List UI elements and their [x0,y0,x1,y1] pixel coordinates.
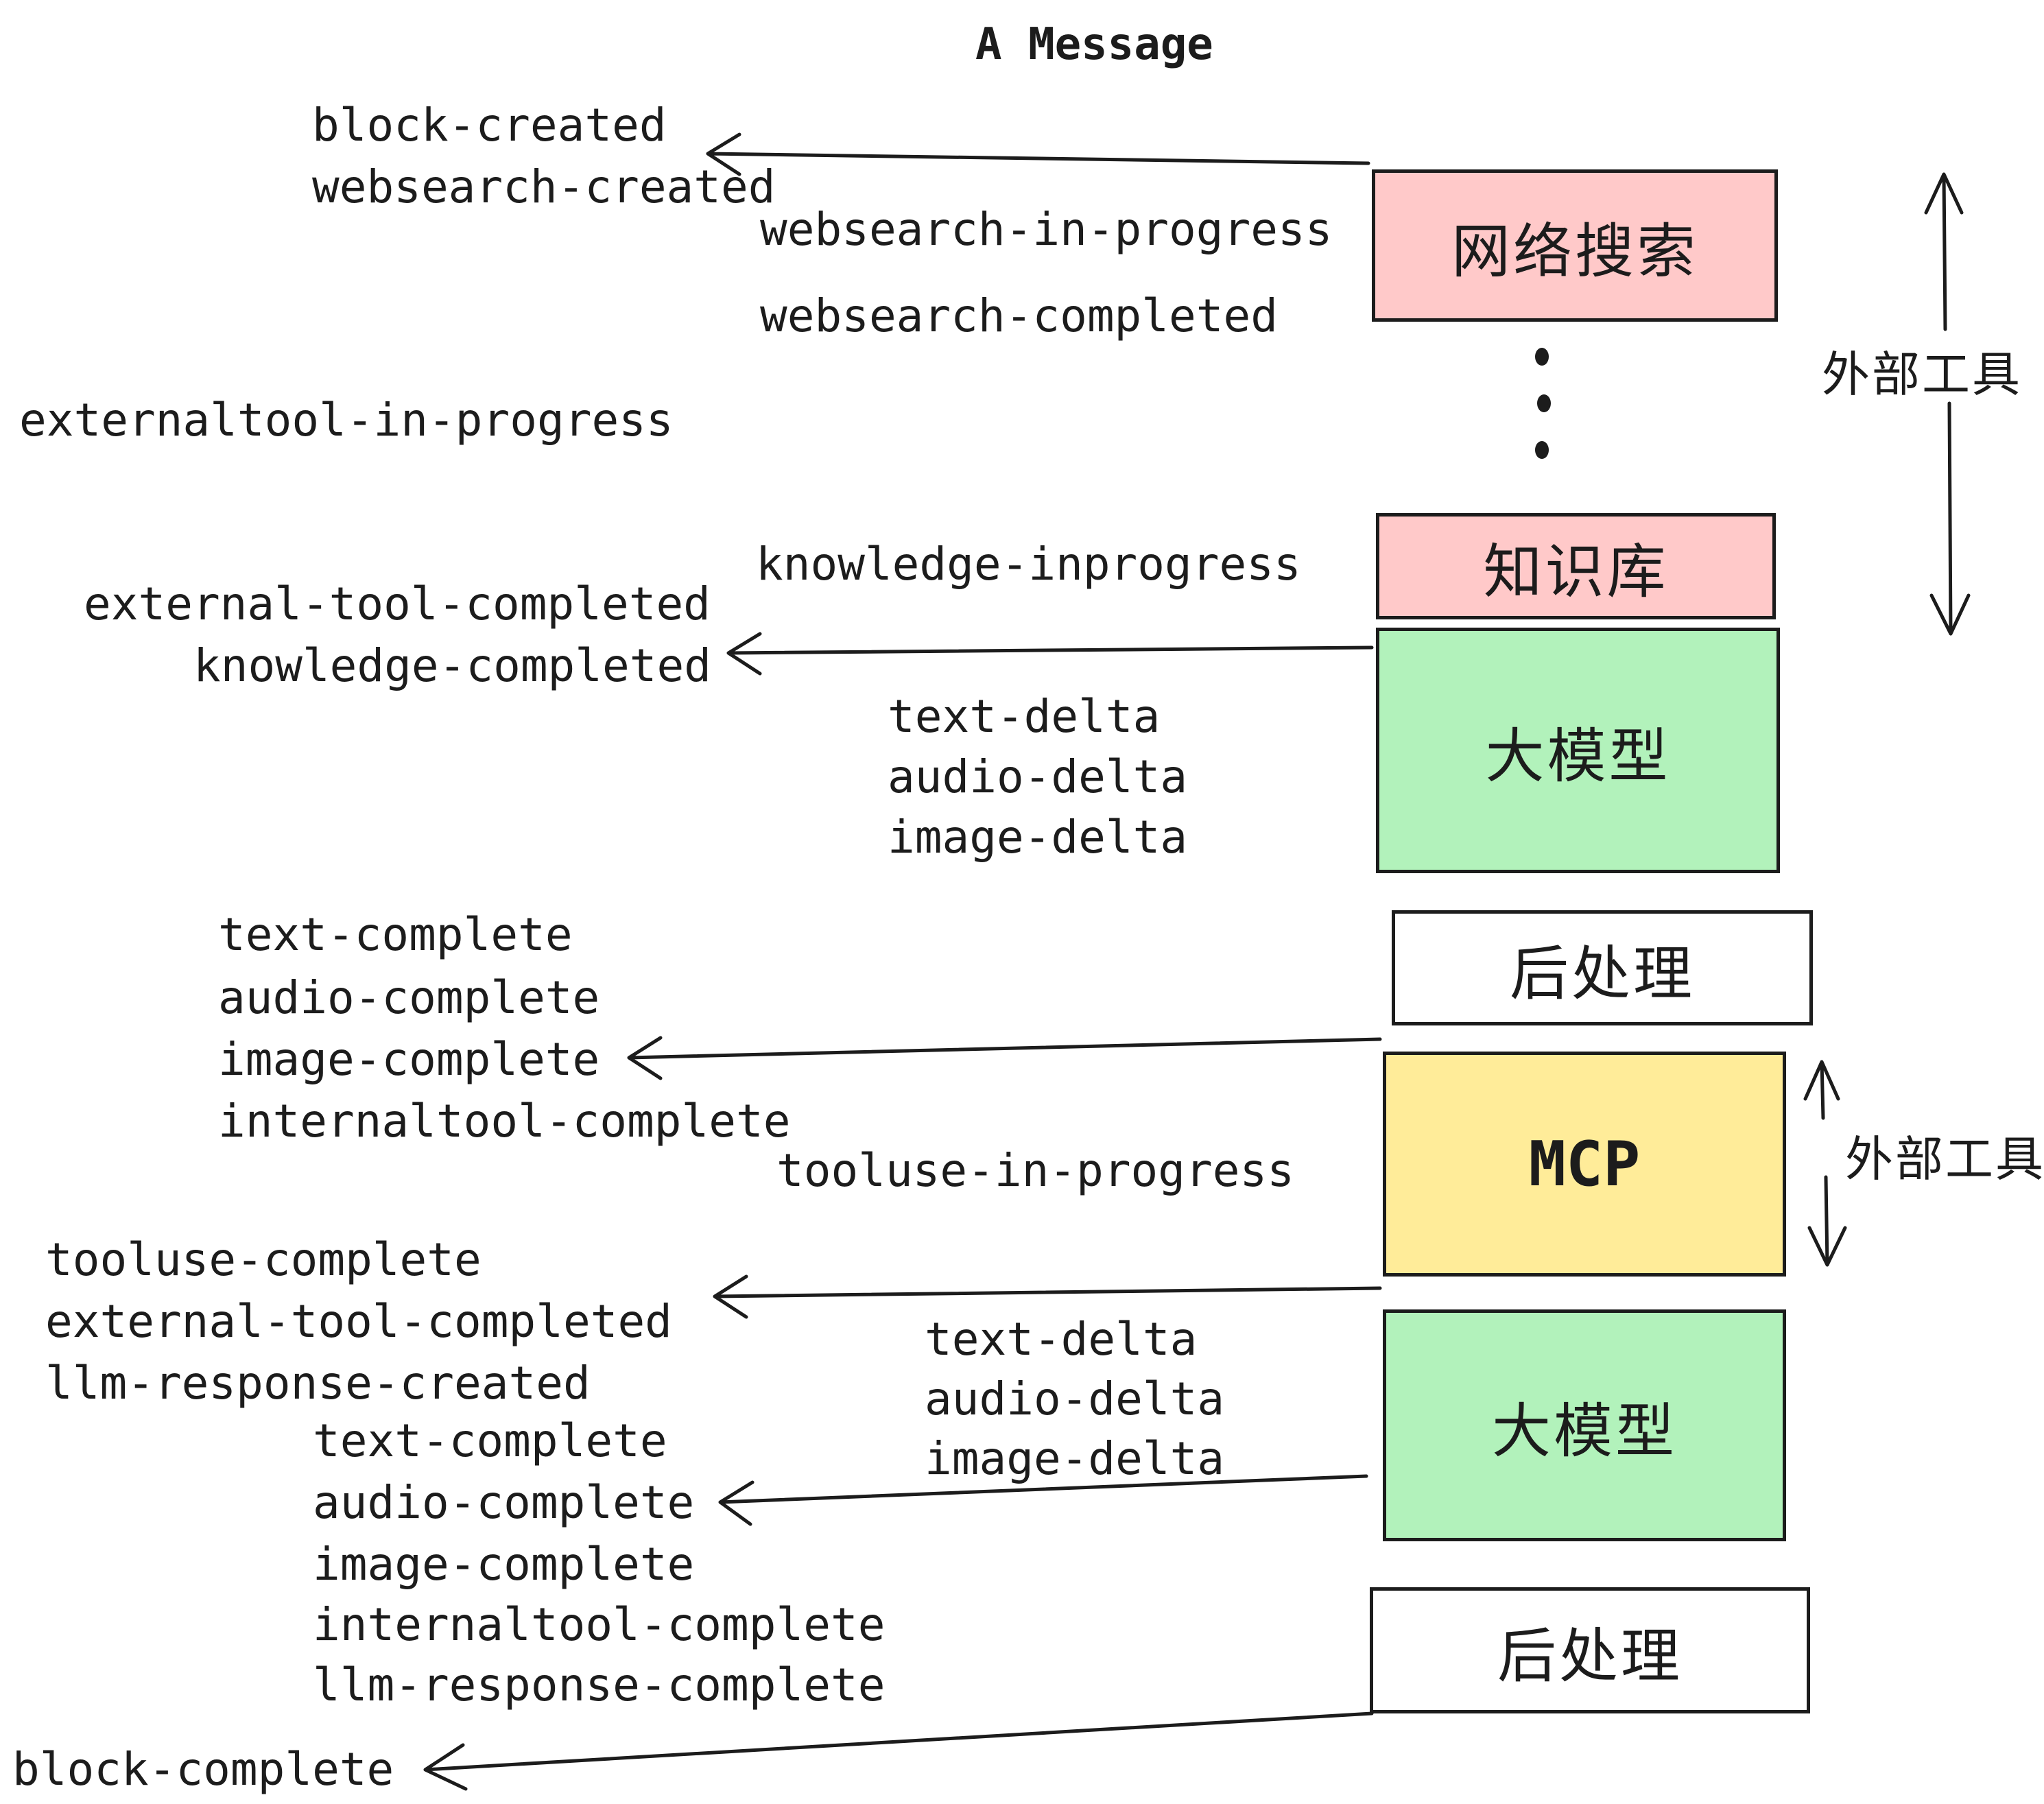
box-llm-2: 大模型 [1383,1309,1786,1541]
event-label-image-complete-1: image-complete [218,1033,600,1086]
event-label-websearch-completed: websearch-completed [760,289,1278,342]
box-websearch: 网络搜索 [1372,169,1778,322]
event-label-audio-complete-1: audio-complete [218,971,600,1024]
event-label-external-tool-completed-1: external-tool-completed [84,578,711,630]
external-tools-arrow-down-1 [1929,401,1971,636]
event-label-websearch-in-progress: websearch-in-progress [760,203,1333,256]
event-label-block-created: block-created [312,99,667,152]
box-mcp-label: MCP [1528,1128,1641,1200]
box-postprocess-2: 后处理 [1370,1587,1810,1713]
box-postprocess-2-label: 后处理 [1497,1623,1683,1689]
box-llm-1: 大模型 [1376,628,1780,873]
event-label-image-delta-2: image-delta [925,1432,1225,1485]
box-knowledge-base-label: 知识库 [1483,539,1669,605]
event-label-block-complete: block-complete [12,1743,394,1796]
box-postprocess-1: 后处理 [1392,910,1813,1025]
event-label-tooluse-in-progress: tooluse-in-progress [776,1144,1294,1197]
box-postprocess-1-label: 后处理 [1510,940,1695,1007]
event-label-audio-delta-1: audio-delta [888,750,1188,803]
event-label-text-complete-2: text-complete [313,1414,667,1467]
arrow-knowledge-completed [726,632,1374,676]
box-knowledge-base: 知识库 [1376,513,1776,619]
external-tools-arrow-down-2 [1807,1175,1847,1267]
event-label-externaltool-in-progress: externaltool-in-progress [19,394,674,447]
event-label-text-delta-1: text-delta [888,690,1161,743]
external-tools-label-2: 外部工具 [1845,1132,2044,1186]
event-label-internaltool-complete-2: internaltool-complete [313,1598,886,1651]
box-llm-2-label: 大模型 [1492,1398,1677,1464]
external-tools-arrow-up-2 [1803,1060,1840,1120]
event-label-tooluse-complete: tooluse-complete [45,1233,482,1286]
arrow-tooluse-complete [713,1274,1382,1319]
box-mcp: MCP [1383,1052,1786,1277]
box-websearch-label: 网络搜索 [1451,218,1698,285]
event-label-llm-response-created: llm-response-created [45,1357,591,1410]
event-label-internaltool-complete-1: internaltool-complete [218,1095,791,1148]
event-label-knowledge-inprogress: knowledge-inprogress [756,538,1301,591]
event-label-audio-complete-2: audio-complete [313,1476,695,1529]
arrow-websearch-created [706,132,1370,176]
event-label-websearch-created: websearch-created [312,161,776,213]
diagram-title: A Message [975,19,1213,70]
external-tools-label-1: 外部工具 [1822,348,2022,401]
box-llm-1-label: 大模型 [1485,723,1671,790]
event-label-llm-response-complete: llm-response-complete [313,1659,886,1711]
event-label-image-complete-2: image-complete [313,1538,695,1591]
event-label-knowledge-completed: knowledge-completed [193,639,711,692]
event-label-text-delta-2: text-delta [925,1313,1198,1366]
event-label-image-delta-1: image-delta [888,811,1188,864]
vertical-ellipsis-icon [1535,348,1551,459]
external-tools-arrow-up-1 [1924,172,1964,331]
event-label-external-tool-completed-2: external-tool-completed [45,1295,672,1348]
event-label-audio-delta-2: audio-delta [925,1373,1225,1425]
arrow-block-complete [423,1711,1374,1791]
arrow-internal-complete-1 [627,1036,1382,1080]
event-label-text-complete-1: text-complete [218,908,573,961]
